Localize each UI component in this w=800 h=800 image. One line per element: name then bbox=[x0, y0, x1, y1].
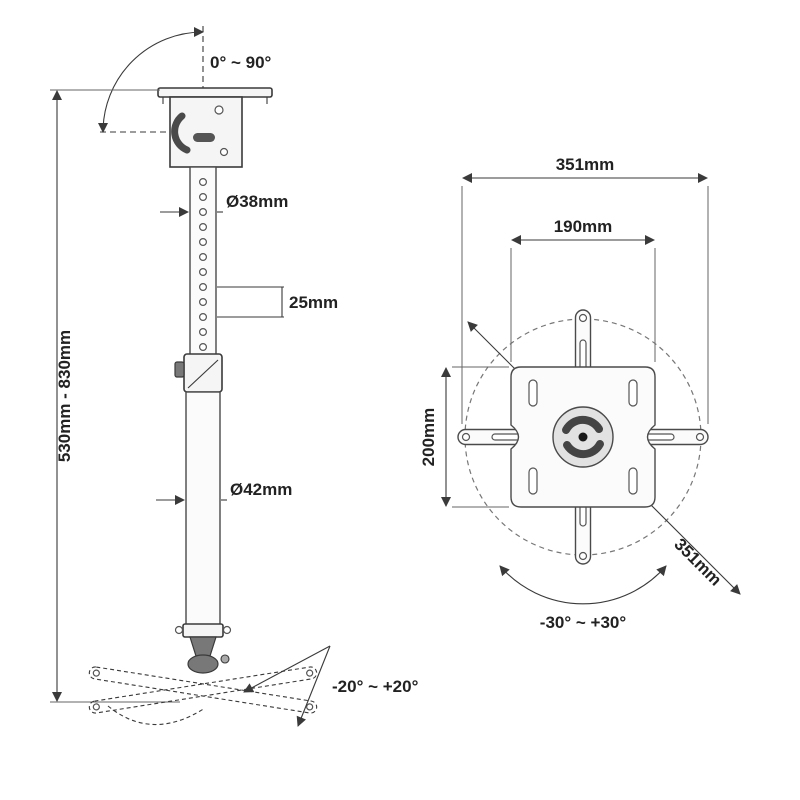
hole-pitch-dimension: 25mm bbox=[217, 286, 338, 318]
hub-slot-top bbox=[562, 415, 603, 434]
tilt-line-upper bbox=[243, 645, 331, 693]
ceiling-plate bbox=[157, 87, 273, 98]
head-collar bbox=[182, 623, 224, 638]
arm-tip-hole-left bbox=[461, 432, 471, 442]
pole-hole bbox=[199, 283, 208, 292]
bottom-head bbox=[174, 623, 232, 674]
arm-tip-hole-right bbox=[695, 432, 705, 442]
pole-hole bbox=[199, 208, 208, 217]
bracket-curved-slot bbox=[171, 112, 191, 154]
plate-slot-tr bbox=[628, 379, 638, 407]
plate-slot-bl bbox=[528, 467, 538, 495]
top-view: 351mm bbox=[419, 155, 741, 632]
dia42-dimension: Ø42mm bbox=[156, 480, 292, 505]
bottom-tilt-label: -20° ~ +20° bbox=[332, 677, 419, 696]
bracket-pivot-slot bbox=[193, 133, 215, 142]
rotation-label: -30° ~ +30° bbox=[540, 613, 627, 632]
height-dimension: 530mm - 830mm bbox=[50, 89, 180, 703]
dia42-label: Ø42mm bbox=[230, 480, 292, 499]
central-plate bbox=[510, 366, 656, 508]
top-tilt-annotation: 0° ~ 90° bbox=[98, 26, 272, 133]
outer-width-label: 351mm bbox=[556, 155, 615, 174]
height-label: 530mm - 830mm bbox=[55, 330, 74, 462]
pole-hole bbox=[199, 193, 208, 202]
bracket-body bbox=[169, 96, 243, 168]
side-view: 0° ~ 90° bbox=[50, 26, 419, 727]
arm-tip-hole-bottom bbox=[578, 551, 588, 561]
diagonal-label: 351mm bbox=[670, 535, 725, 590]
dia38-label: Ø38mm bbox=[226, 192, 288, 211]
arm-tip-hole-top bbox=[578, 313, 588, 323]
dia38-dimension: Ø38mm bbox=[160, 192, 288, 217]
ball-joint bbox=[187, 654, 219, 674]
telescoping-collar bbox=[174, 353, 223, 393]
top-tilt-label: 0° ~ 90° bbox=[210, 53, 272, 72]
collar-detail bbox=[187, 359, 219, 389]
pole-hole bbox=[199, 238, 208, 247]
plate-height-label: 200mm bbox=[419, 408, 438, 467]
outer-width-dimension: 351mm bbox=[461, 155, 709, 424]
plate-slot-tl bbox=[528, 379, 538, 407]
hole-pitch-label: 25mm bbox=[289, 293, 338, 312]
ceiling-bracket bbox=[157, 87, 273, 168]
inner-width-label: 190mm bbox=[554, 217, 613, 236]
bracket-hole-top bbox=[214, 105, 224, 115]
head-funnel bbox=[189, 636, 217, 657]
mount-cross-side bbox=[88, 666, 318, 725]
arm-b-hole-right bbox=[306, 703, 314, 711]
lower-pole-tube bbox=[185, 391, 221, 629]
pole-hole bbox=[199, 343, 208, 352]
bottom-tilt-annotation: -20° ~ +20° bbox=[243, 645, 419, 727]
tilt-arc bbox=[98, 27, 204, 133]
pole-hole bbox=[199, 328, 208, 337]
arm-a-hole-left bbox=[92, 703, 100, 711]
rotation-annotation: -30° ~ +30° bbox=[499, 565, 667, 632]
pole-hole bbox=[199, 223, 208, 232]
upper-pole bbox=[189, 166, 217, 360]
pole-hole bbox=[199, 313, 208, 322]
safety-chain bbox=[107, 705, 206, 725]
tilt-line-lower bbox=[296, 645, 331, 727]
collar-clamp-knob bbox=[174, 361, 185, 378]
pole-hole bbox=[199, 268, 208, 277]
pole-hole bbox=[199, 178, 208, 187]
plate-slot-br bbox=[628, 467, 638, 495]
inner-width-dimension: 190mm bbox=[510, 217, 656, 362]
bracket-hole-bottom bbox=[219, 147, 229, 157]
hub-center-dot bbox=[578, 432, 588, 442]
rotation-arc bbox=[499, 565, 667, 605]
pole-hole bbox=[199, 253, 208, 262]
hub-slot-bottom bbox=[563, 440, 604, 459]
cross-arm-b bbox=[88, 666, 318, 714]
pole-hole bbox=[199, 298, 208, 307]
arm-b-hole-left bbox=[92, 669, 100, 677]
arm-a-hole-right bbox=[306, 669, 314, 677]
head-knob bbox=[220, 654, 230, 664]
head-screw-left bbox=[174, 625, 184, 635]
head-screw-right bbox=[222, 625, 232, 635]
plate-height-dimension: 200mm bbox=[419, 366, 509, 508]
